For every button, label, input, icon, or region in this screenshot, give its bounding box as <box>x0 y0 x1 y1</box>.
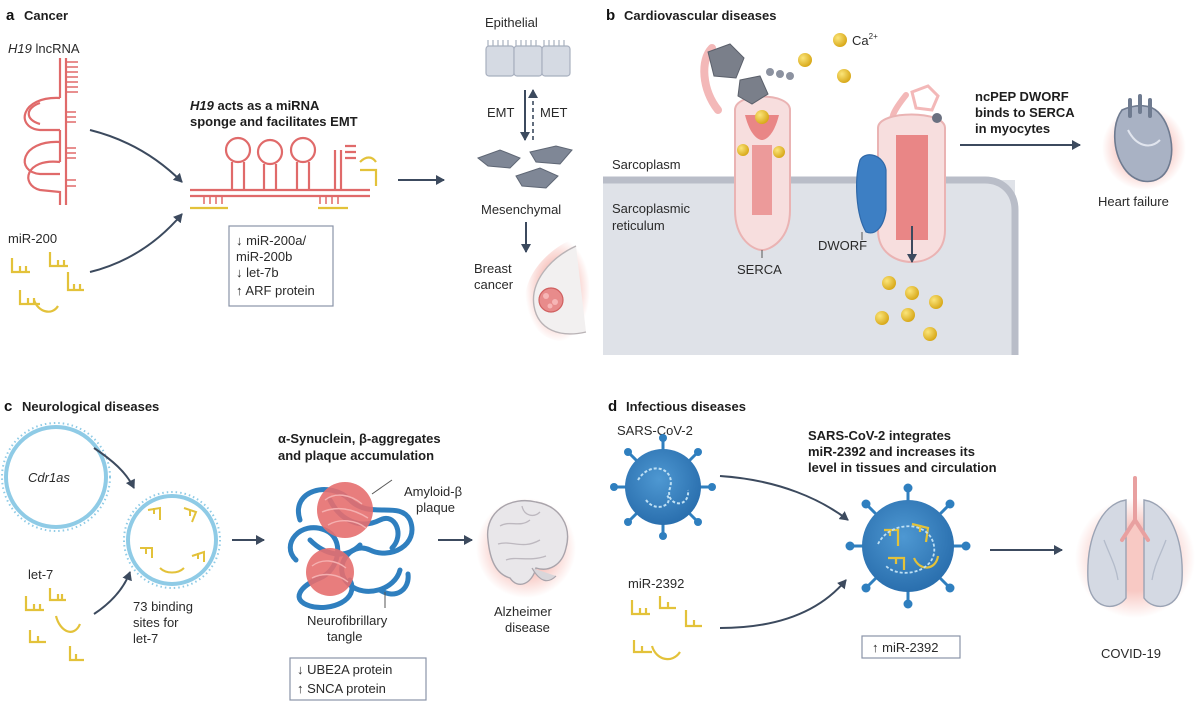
panel-d-letter: d <box>608 398 617 415</box>
let7-strands <box>24 588 84 662</box>
panel-a: a Cancer H19 lncRNA miR-200 H19 acts <box>6 7 590 342</box>
panel-c-effect-2: ↑ SNCA protein <box>297 681 386 696</box>
mir-200-label: miR-200 <box>8 231 57 246</box>
panel-b-title: Cardiovascular diseases <box>624 8 776 23</box>
panel-a-effect-2: miR-200b <box>236 249 292 264</box>
dworf-label: DWORF <box>818 238 867 253</box>
panel-c: c Neurological diseases Cdr1as let-7 <box>1 398 576 701</box>
panel-a-letter: a <box>6 7 15 24</box>
tangle-label-line2: tangle <box>327 629 362 644</box>
amyloid-label-line2: plaque <box>416 500 455 515</box>
panel-a-effect-3: ↓ let-7b <box>236 265 279 280</box>
let7-label: let-7 <box>28 567 53 582</box>
panel-a-heading-line1: H19 acts as a miRNA <box>190 98 320 113</box>
binding-sites-line3: let-7 <box>133 631 158 646</box>
cdr1as-label: Cdr1as <box>28 470 70 485</box>
arrow-mir-to-sponge <box>89 213 183 273</box>
panel-d: d Infectious diseases SARS-CoV-2 miR-239… <box>608 398 1195 661</box>
sarcoplasm-label: Sarcoplasm <box>612 157 681 172</box>
serca-pump-dworf <box>877 84 946 264</box>
serca-pump <box>700 44 791 252</box>
panel-b-heading-line3: in myocytes <box>975 121 1050 136</box>
mesenchymal-cells <box>476 145 573 189</box>
panel-c-effects-box <box>289 657 427 701</box>
arrow-cdr1as-to-complex <box>93 447 135 489</box>
sars-cov-2-virus <box>610 434 716 540</box>
amyloid-plaque <box>306 482 373 596</box>
h19-lncrna-structure <box>23 58 78 205</box>
alzheimer-label-line2: disease <box>505 620 550 635</box>
panel-c-letter: c <box>4 398 12 415</box>
heart-illustration <box>1102 94 1186 190</box>
panel-a-heading-line2: sponge and facilitates EMT <box>190 114 358 129</box>
ligand-molecule <box>707 43 794 105</box>
panel-a-effect-4: ↑ ARF protein <box>236 283 315 298</box>
alzheimer-label-line1: Alzheimer <box>494 604 552 619</box>
emt-label: EMT <box>487 105 515 120</box>
dworf-peptide <box>856 154 887 234</box>
panel-a-effects-box <box>228 225 334 307</box>
panel-b-letter: b <box>606 7 615 24</box>
cdr1as-let7-complex <box>123 491 221 589</box>
panel-c-effect-1: ↓ UBE2A protein <box>297 662 392 677</box>
calcium-label: Ca2+ <box>852 32 878 48</box>
arrow-h19-to-sponge <box>89 129 183 183</box>
panel-b: b Cardiovascular diseases Sarcoplasm Sar… <box>603 7 1186 355</box>
reticulum-label-line1: Sarcoplasmic <box>612 201 691 216</box>
panel-d-effect-box <box>861 635 961 659</box>
panel-d-effect: ↑ miR-2392 <box>872 640 938 655</box>
integrated-virus <box>845 483 971 609</box>
h19-lncrna-label: H19 lncRNA <box>8 41 80 56</box>
met-label: MET <box>540 105 568 120</box>
lungs-illustration <box>1075 476 1195 618</box>
sars-cov-2-label: SARS-CoV-2 <box>617 423 693 438</box>
mir-2392-label: miR-2392 <box>628 576 684 591</box>
panel-d-heading-line2: miR-2392 and increases its <box>808 444 975 459</box>
reticulum-label-line2: reticulum <box>612 218 665 233</box>
epithelial-cells <box>485 40 571 77</box>
panel-a-effect-1: ↓ miR-200a/ <box>236 233 306 248</box>
breast-cancer-label-line2: cancer <box>474 277 514 292</box>
tangle-label-line1: Neurofibrillary <box>307 613 388 628</box>
tumor-icon <box>538 287 564 313</box>
panel-c-heading-line1: α-Synuclein, β-aggregates <box>278 431 441 446</box>
panel-b-heading-line1: ncPEP DWORF <box>975 89 1069 104</box>
breast-cancer-label-line1: Breast <box>474 261 512 276</box>
panel-a-title: Cancer <box>24 8 68 23</box>
mesenchymal-label: Mesenchymal <box>481 202 561 217</box>
arrow-virus-to-integrated <box>719 475 849 521</box>
calcium-ions <box>798 33 943 341</box>
sr-membrane <box>603 176 1019 355</box>
arrow-let7-to-complex <box>93 571 132 615</box>
reticulum-area <box>603 180 1015 355</box>
covid-19-label: COVID-19 <box>1101 646 1161 661</box>
panel-d-heading-line1: SARS-CoV-2 integrates <box>808 428 951 443</box>
serca-label: SERCA <box>737 262 782 277</box>
brain-illustration <box>476 498 576 598</box>
mir-2392-strands <box>630 596 702 661</box>
arrow-mir-to-integrated <box>719 579 847 629</box>
panel-c-title: Neurological diseases <box>22 399 159 414</box>
panel-d-heading-line3: level in tissues and circulation <box>808 460 997 475</box>
bound-mirna-sponge <box>190 156 378 210</box>
panel-b-heading-line2: binds to SERCA <box>975 105 1075 120</box>
mir-200-strands <box>10 252 84 313</box>
cdr1as-circle <box>1 422 111 532</box>
heart-failure-label: Heart failure <box>1098 194 1169 209</box>
panel-d-title: Infectious diseases <box>626 399 746 414</box>
epithelial-label: Epithelial <box>485 15 538 30</box>
binding-sites-line1: 73 binding <box>133 599 193 614</box>
breast-illustration <box>525 238 590 342</box>
binding-sites-line2: sites for <box>133 615 179 630</box>
h19-sponge-structure <box>190 136 370 204</box>
amyloid-label-line1: Amyloid-β <box>404 484 462 499</box>
panel-c-heading-line2: and plaque accumulation <box>278 448 434 463</box>
